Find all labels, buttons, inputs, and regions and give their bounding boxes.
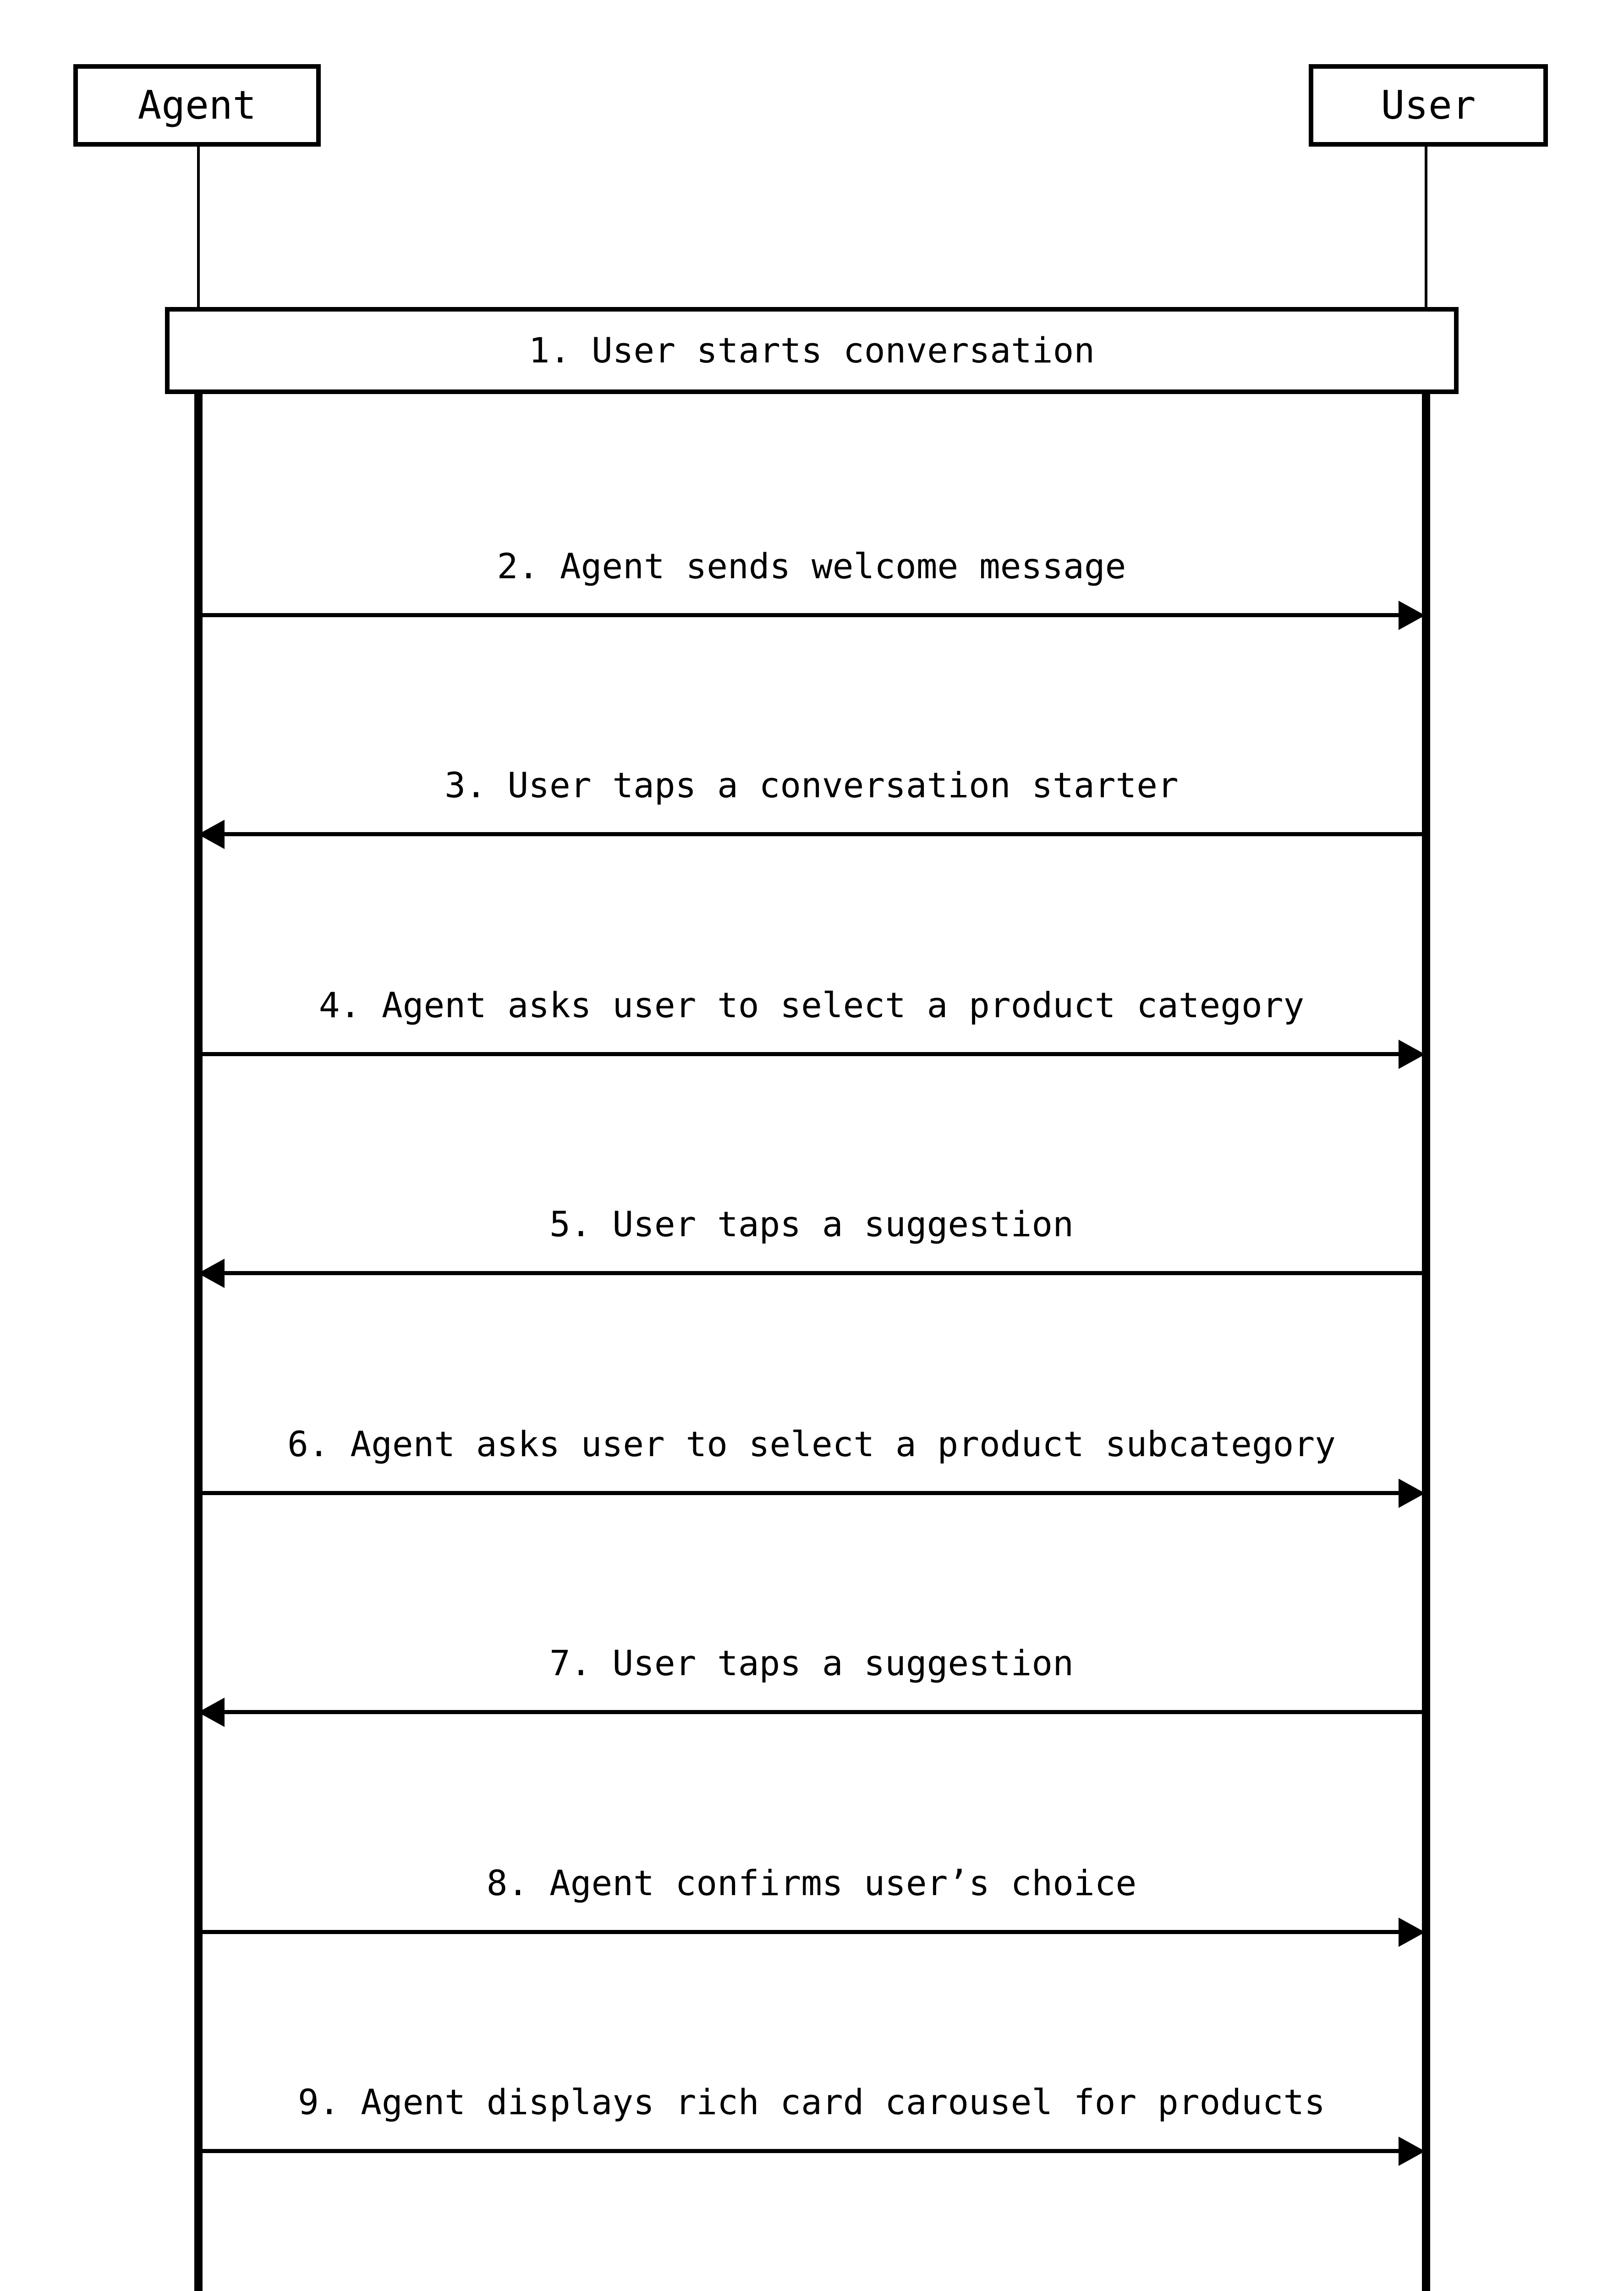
activation-bar-agent: [194, 321, 203, 2291]
message-3-arrowhead-left-icon: [198, 820, 225, 849]
message-7-arrowhead-left-icon: [198, 1698, 225, 1727]
participant-head-agent[interactable]: Agent: [73, 64, 321, 147]
message-3-line: [225, 832, 1426, 836]
message-9-label: 9. Agent displays rich card carousel for…: [297, 2082, 1326, 2122]
message-7-label: 7. User taps a suggestion: [549, 1643, 1074, 1683]
participant-head-user-label: User: [1381, 82, 1476, 128]
message-2-line: [198, 613, 1400, 617]
message-5-label: 5. User taps a suggestion: [549, 1204, 1074, 1244]
message-7-line: [225, 1710, 1426, 1714]
message-3-label: 3. User taps a conversation starter: [444, 765, 1179, 806]
message-6-arrowhead-right-icon: [1399, 1479, 1425, 1508]
message-5-arrowhead-left-icon: [198, 1259, 225, 1288]
message-2-arrowhead-right-icon: [1399, 601, 1425, 630]
message-8-line: [198, 1930, 1400, 1934]
message-6-line: [198, 1491, 1400, 1495]
message-4-arrowhead-right-icon: [1399, 1040, 1425, 1069]
note-step-1-label: 1. User starts conversation: [528, 330, 1095, 371]
message-8-arrowhead-right-icon: [1399, 1918, 1425, 1947]
message-8-label: 8. Agent confirms user’s choice: [486, 1863, 1137, 1903]
message-9-arrowhead-right-icon: [1399, 2137, 1425, 2166]
activation-bar-user: [1422, 321, 1430, 2291]
message-9-line: [198, 2149, 1400, 2153]
message-4-label: 4. Agent asks user to select a product c…: [318, 985, 1305, 1025]
message-5-line: [225, 1271, 1426, 1275]
message-2-label: 2. Agent sends welcome message: [497, 546, 1126, 586]
note-step-1[interactable]: 1. User starts conversation: [165, 307, 1459, 394]
message-4-line: [198, 1052, 1400, 1056]
participant-head-agent-label: Agent: [137, 82, 257, 128]
participant-head-user[interactable]: User: [1309, 64, 1548, 147]
message-6-label: 6. Agent asks user to select a product s…: [287, 1424, 1336, 1464]
